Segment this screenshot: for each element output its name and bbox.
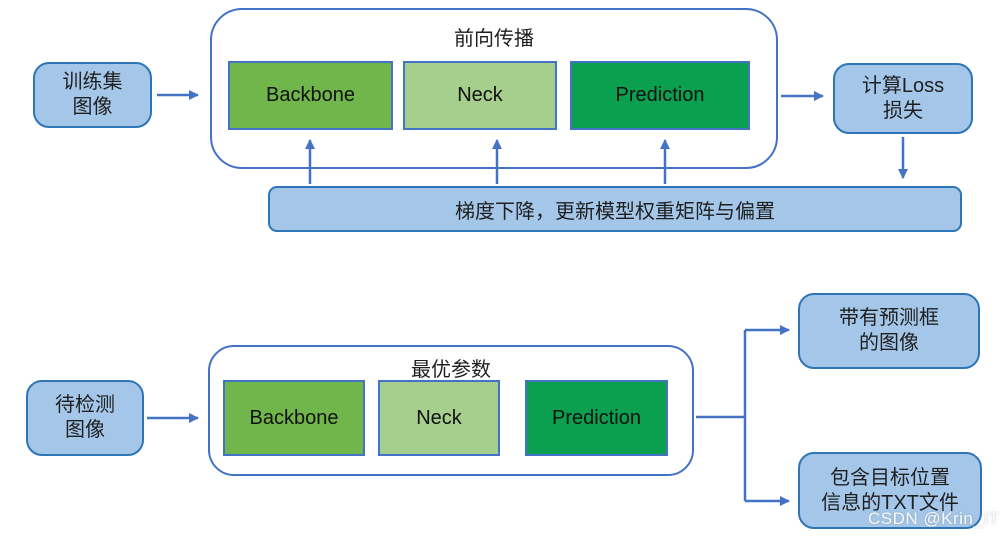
training-prediction-block: Prediction xyxy=(570,61,750,130)
training-input-box: 训练集 图像 xyxy=(33,62,152,128)
inference-input-line1: 待检测 xyxy=(55,394,115,416)
output-image-box: 带有预测框 的图像 xyxy=(798,293,980,369)
training-backbone-block: Backbone xyxy=(228,61,393,130)
inference-neck-block: Neck xyxy=(378,380,500,456)
training-neck-block: Neck xyxy=(403,61,557,130)
compute-loss-line1: 计算Loss xyxy=(861,74,945,97)
output-image-line2: 的图像 xyxy=(859,332,919,354)
output-txt-line1: 包含目标位置 xyxy=(830,466,950,489)
optimal-params-title: 最优参数 xyxy=(411,359,491,381)
output-txt-line2: 信息的TXT文件 xyxy=(821,491,959,514)
gradient-descent-bar: 梯度下降，更新模型权重矩阵与偏置 xyxy=(268,186,962,232)
training-input-line2: 图像 xyxy=(72,96,113,118)
compute-loss-box: 计算Loss 损失 xyxy=(833,63,973,134)
watermark: CSDN @Krin_IT xyxy=(868,509,1000,528)
inference-input-line2: 图像 xyxy=(65,419,105,441)
compute-loss-line2: 损失 xyxy=(883,99,923,122)
output-image-line1: 带有预测框 xyxy=(839,307,939,329)
inference-backbone-block: Backbone xyxy=(223,380,365,456)
output-txt-box: 包含目标位置 信息的TXT文件 xyxy=(798,452,982,529)
training-input-line1: 训练集 xyxy=(62,71,123,93)
inference-prediction-block: Prediction xyxy=(525,380,668,456)
inference-input-box: 待检测 图像 xyxy=(26,380,144,456)
forward-propagation-title: 前向传播 xyxy=(454,28,534,50)
